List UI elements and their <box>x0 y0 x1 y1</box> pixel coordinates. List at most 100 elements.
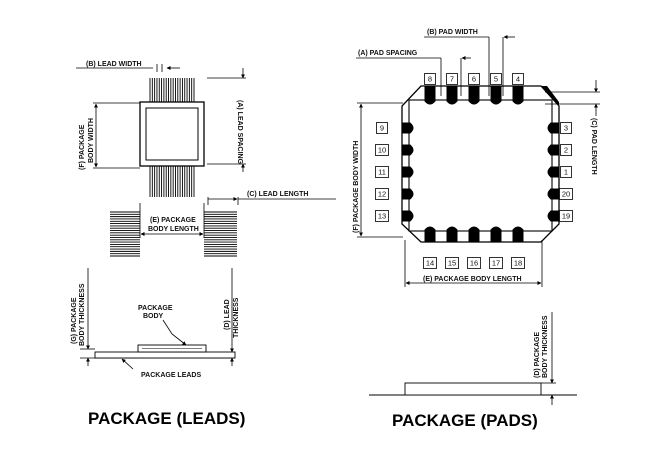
pad-left <box>402 122 411 134</box>
pin-number-label: 20 <box>562 190 570 199</box>
package-leads-label: PACKAGE LEADS <box>141 372 201 379</box>
package-leads-strip <box>94 351 236 359</box>
pin-number-box <box>446 73 458 85</box>
pad-right <box>550 210 560 222</box>
pad-left-tip <box>409 122 414 134</box>
lead-spacing-label: (A) LEAD SPACING <box>236 100 243 165</box>
pin-number-box <box>560 144 572 156</box>
pin-number-label: 5 <box>494 75 498 84</box>
pad-bottom <box>468 229 480 243</box>
pads-body-width-label: (F) PACKAGE BODY WIDTH <box>353 141 360 233</box>
pad-top <box>468 86 480 102</box>
pin-number-box <box>445 257 459 269</box>
leads-top-view <box>76 64 336 257</box>
pads-body-length-label: (E) PACKAGE BODY LENGTH <box>423 276 522 283</box>
pad-left-tip <box>409 166 414 178</box>
pad-top <box>424 86 436 102</box>
pad-bottom-tip <box>512 226 524 231</box>
pad-right <box>550 166 560 178</box>
pin-number-box <box>467 257 481 269</box>
pin-number-label: 12 <box>378 190 386 199</box>
pads-package-inner <box>408 99 553 232</box>
body-width-label-2: BODY WIDTH <box>88 118 95 163</box>
body-length-label-2: BODY LENGTH <box>148 226 199 233</box>
pad-length-label: (C) PAD LENGTH <box>590 118 597 175</box>
pin-number-label: 10 <box>378 146 386 155</box>
pad-right <box>550 188 560 200</box>
pad-bottom-tip <box>468 226 480 231</box>
package-body-label-2: BODY <box>143 313 164 320</box>
pad-top-tip <box>512 100 524 105</box>
pad-left-tip <box>409 144 414 156</box>
pad-width-label: (B) PAD WIDTH <box>427 29 478 36</box>
body-width-label-1: (F) PACKAGE <box>79 124 86 170</box>
body-length-label-1: (E) PACKAGE <box>150 217 196 224</box>
lead-thickness-label-1: (D) LEAD <box>224 299 231 330</box>
pad-right-tip <box>547 188 552 200</box>
pad-right-tip <box>547 144 552 156</box>
body-thickness-label-2: BODY THICKNESS <box>79 283 86 346</box>
body-thickness-label-1: (G) PACKAGE <box>71 297 78 344</box>
lead-width-label: (B) LEAD WIDTH <box>86 61 142 68</box>
pad-spacing-label: (A) PAD SPACING <box>358 50 418 57</box>
pad-bottom <box>490 229 502 243</box>
pad-bottom <box>446 229 458 243</box>
pad-bottom <box>512 229 524 243</box>
pin-number-box <box>560 122 572 134</box>
pin-number-label: 19 <box>562 212 570 221</box>
lead-length-label: (C) LEAD LENGTH <box>247 191 308 198</box>
pads-side-view <box>369 312 577 405</box>
pin-number-label: 6 <box>472 75 476 84</box>
pin-number-box <box>489 257 503 269</box>
pin-number-label: 15 <box>448 259 456 268</box>
pad-bottom-tip <box>490 226 502 231</box>
lead-thickness-label-2: THICKNESS <box>233 297 240 338</box>
pin-number-label: 8 <box>428 75 432 84</box>
package-body-inner <box>145 107 199 161</box>
pad-right <box>550 122 560 134</box>
package-body-label-1: PACKAGE <box>138 305 173 312</box>
pad-top <box>490 86 502 102</box>
pin-number-label: 4 <box>516 75 520 84</box>
leads-side-view <box>80 268 236 370</box>
pad-left <box>402 166 411 178</box>
caption-pads: PACKAGE (PADS) <box>392 411 538 430</box>
pad-top-tip <box>490 100 502 105</box>
pin-number-box <box>375 144 389 156</box>
pin-number-label: 13 <box>378 212 386 221</box>
pin-number-box <box>375 188 389 200</box>
pin-number-label: 14 <box>426 259 434 268</box>
pads-top-view <box>356 35 600 287</box>
pads-group <box>402 86 560 243</box>
pin-number-box <box>559 210 573 222</box>
pad-left <box>402 144 411 156</box>
pad-right <box>550 144 560 156</box>
pad-top <box>446 86 458 102</box>
pad-bottom-tip <box>446 226 458 231</box>
pin-number-box <box>423 257 437 269</box>
pin-number-box <box>424 73 436 85</box>
pin-number-label: 16 <box>470 259 478 268</box>
pad-bottom-tip <box>424 226 436 231</box>
pin-number-box <box>376 122 388 134</box>
pad-left-tip <box>409 210 414 222</box>
pin-number-box <box>468 73 480 85</box>
pad-right-tip <box>547 122 552 134</box>
package-body-leader <box>162 319 187 346</box>
pads-thickness-label-2: BODY THICKNESS <box>542 315 549 378</box>
pin-number-label: 2 <box>564 146 568 155</box>
pin-number-box <box>511 257 525 269</box>
pin-number-label: 3 <box>564 124 568 133</box>
caption-leads: PACKAGE (LEADS) <box>88 409 245 428</box>
pin-number-label: 7 <box>450 75 454 84</box>
pin-number-label: 1 <box>564 168 568 177</box>
pin-number-label: 17 <box>492 259 500 268</box>
pad-right-tip <box>547 210 552 222</box>
pin-number-box <box>375 210 389 222</box>
pad-left-tip <box>409 188 414 200</box>
pads-thickness-label-1: (D) PACKAGE <box>534 332 541 378</box>
package-leads <box>110 78 237 257</box>
pin-number-label: 9 <box>380 124 384 133</box>
